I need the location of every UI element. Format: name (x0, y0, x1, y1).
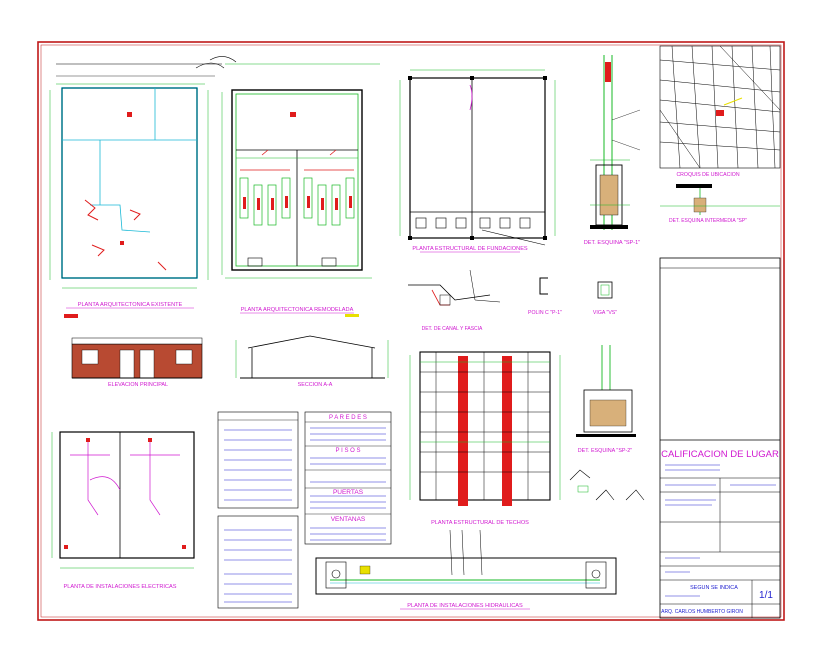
viga-title: VIGA "VS" (593, 310, 617, 316)
remodeled-plan-title: PLANTA ARQUITECTONICA REMODELADA (241, 307, 354, 313)
polin-detail (539, 277, 548, 295)
main-elevation-title: ELEVACION PRINCIPAL (108, 382, 168, 388)
sheet-inner-border (40, 44, 782, 618)
puertas-table-title: PUERTAS (333, 489, 364, 496)
roof-structural-plan (409, 351, 561, 506)
remodeled-plan (209, 56, 380, 317)
sheet-border (37, 41, 785, 621)
finishes-tables (304, 411, 392, 545)
location-sketch-title: CROQUIS DE UBICACION (676, 172, 739, 178)
roof-plan-title: PLANTA ESTRUCTURAL DE TECHOS (431, 520, 529, 526)
corner-detail-sp1 (590, 55, 641, 230)
corner-detail-mid-title: DET. ESQUINA "SP-2" (578, 448, 633, 454)
existing-plan-title: PLANTA ARQUITECTONICA EXISTENTE (78, 302, 183, 308)
electrical-legend-table (217, 411, 299, 509)
title-block-scale: SEGUN SE INDICA (690, 585, 738, 591)
ventanas-table-title: VENTANAS (331, 516, 366, 523)
section-a-a (235, 335, 389, 379)
electrical-plan (51, 431, 195, 569)
foundations-plan (399, 69, 556, 246)
location-map (659, 45, 781, 169)
title-block-sheet: 1/1 (759, 590, 773, 601)
corner-detail-map-title: DET. ESQUINA INTERMEDIA "SP" (669, 218, 747, 224)
canal-detail-title: DET. DE CANAL Y FASCIA (422, 326, 483, 332)
corner-detail-sp2 (576, 345, 636, 437)
paredes-table-title: P A R E D E S (329, 415, 367, 421)
main-elevation (71, 337, 203, 379)
title-block-title: CALIFICACION DE LUGAR (661, 449, 779, 460)
canal-detail (408, 269, 501, 306)
pisos-table-title: P I S O S (336, 448, 361, 454)
electrical-plan-title: PLANTA DE INSTALACIONES ELECTRICAS (64, 584, 177, 590)
corner-detail-top-title: DET. ESQUINA "SP-1" (584, 240, 641, 246)
small-details (569, 469, 645, 501)
hydraulic-plan (315, 529, 617, 595)
title-block-frame (659, 257, 781, 619)
existing-plan (49, 62, 225, 318)
corner-detail-map (660, 184, 780, 215)
hydraulic-plan-title: PLANTA DE INSTALACIONES HIDRAULICAS (407, 603, 523, 609)
hydraulic-legend-table (217, 515, 299, 609)
title-block-architect: ARQ. CARLOS HUMBERTO GIRON (661, 609, 743, 615)
foundations-plan-title: PLANTA ESTRUCTURAL DE FUNDACIONES (412, 246, 528, 252)
section-title: SECCION A-A (298, 382, 333, 388)
polin-title: POLIN C "P-1" (528, 310, 562, 316)
viga-detail (597, 281, 613, 299)
